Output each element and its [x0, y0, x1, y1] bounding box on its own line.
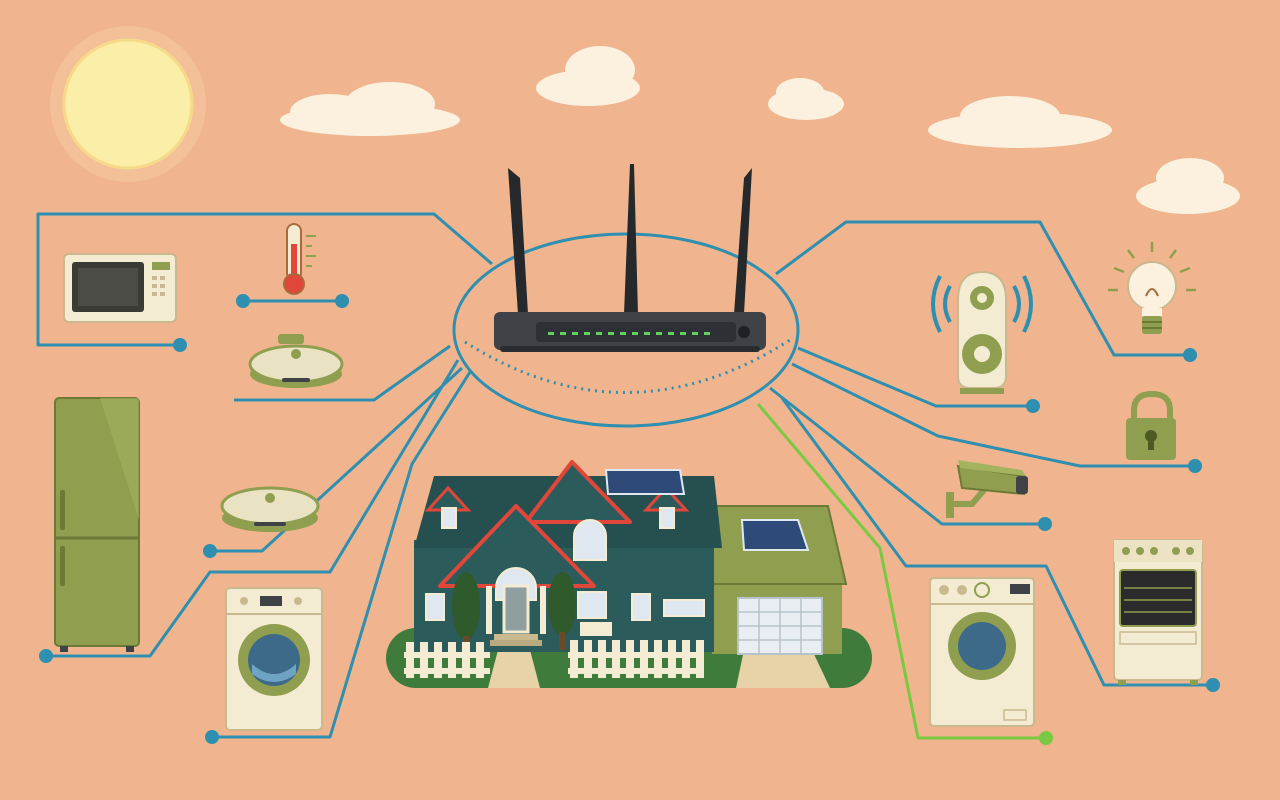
cloud-icon [536, 46, 640, 106]
refrigerator-icon [54, 397, 140, 652]
cloud-icon [280, 82, 460, 136]
connection-endpoint-green [1039, 731, 1053, 745]
microwave-icon [63, 253, 177, 323]
robot-vacuum-icon [220, 486, 320, 532]
cloud-icon [928, 96, 1112, 148]
wifi-router-icon [494, 164, 766, 352]
smart-speaker-icon [931, 270, 1033, 394]
thermometer-icon [283, 223, 316, 295]
smart-house-icon [386, 460, 872, 688]
cloud-icon [1136, 158, 1240, 214]
light-bulb-icon [1108, 242, 1196, 334]
network-connection-lines [36, 212, 1213, 739]
padlock-icon [1126, 390, 1176, 460]
sun-icon [50, 26, 206, 182]
washing-machine-icon [225, 587, 323, 731]
washing-machine-icon [929, 577, 1035, 727]
connection-endpoints [39, 294, 1220, 744]
network-connection-lines-green [756, 403, 1046, 740]
security-camera-icon [946, 460, 1028, 518]
cloud-icon [768, 78, 844, 120]
robot-vacuum-icon [248, 334, 344, 388]
oven-icon [1113, 539, 1203, 685]
